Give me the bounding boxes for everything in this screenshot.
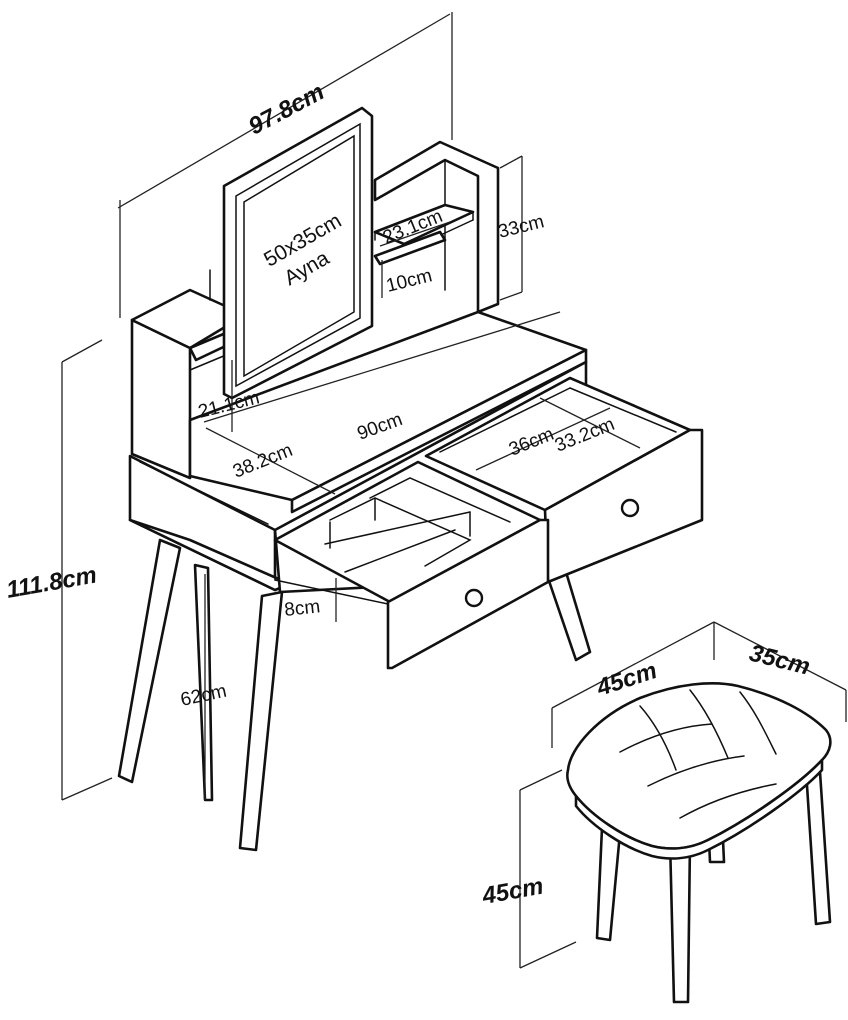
right-drawer-knob [620,498,640,518]
label-total-width: 97.8cm [244,78,329,140]
mirror-frame [222,106,374,400]
dim-line-upper-shelf-depth [379,221,451,247]
mirror-inner-frame [235,122,361,388]
left-drawer-knob [464,588,484,608]
label-leg-height: 62cm [179,681,229,711]
label-shelf-height: 33cm [496,211,546,243]
stool [565,682,832,1004]
leg-front-right [238,590,284,852]
leg-front-left [117,538,182,784]
lower-shelf [373,230,447,266]
left-drawer-dividers [324,477,511,573]
dim-line-left-section-depth [205,427,336,495]
stool-seat-side [574,758,824,860]
label-lower-shelf-depth: 10cm [384,265,434,297]
label-stool-depth: 35cm [747,640,813,681]
leg-back-left [193,563,214,802]
dim-line-drawer-inner-width [475,407,611,471]
stool-leg-front-right [804,768,832,926]
drawer-knobs [464,498,640,608]
dim-line-stool-depth [713,621,847,691]
dim-line-stool-width [551,621,715,709]
stool-leg-front-left [668,838,692,1004]
mirror: 50x35cm Ayna [222,106,374,400]
leg-back-right [546,570,592,662]
stool-tufting [619,689,777,819]
label-drawer-height: 8cm [283,596,321,621]
label-stool-height: 45cm [479,873,545,910]
dim-line-total-width [117,13,451,209]
dim-line-top-width [203,311,561,423]
label-total-height: 111.8cm [4,561,98,603]
